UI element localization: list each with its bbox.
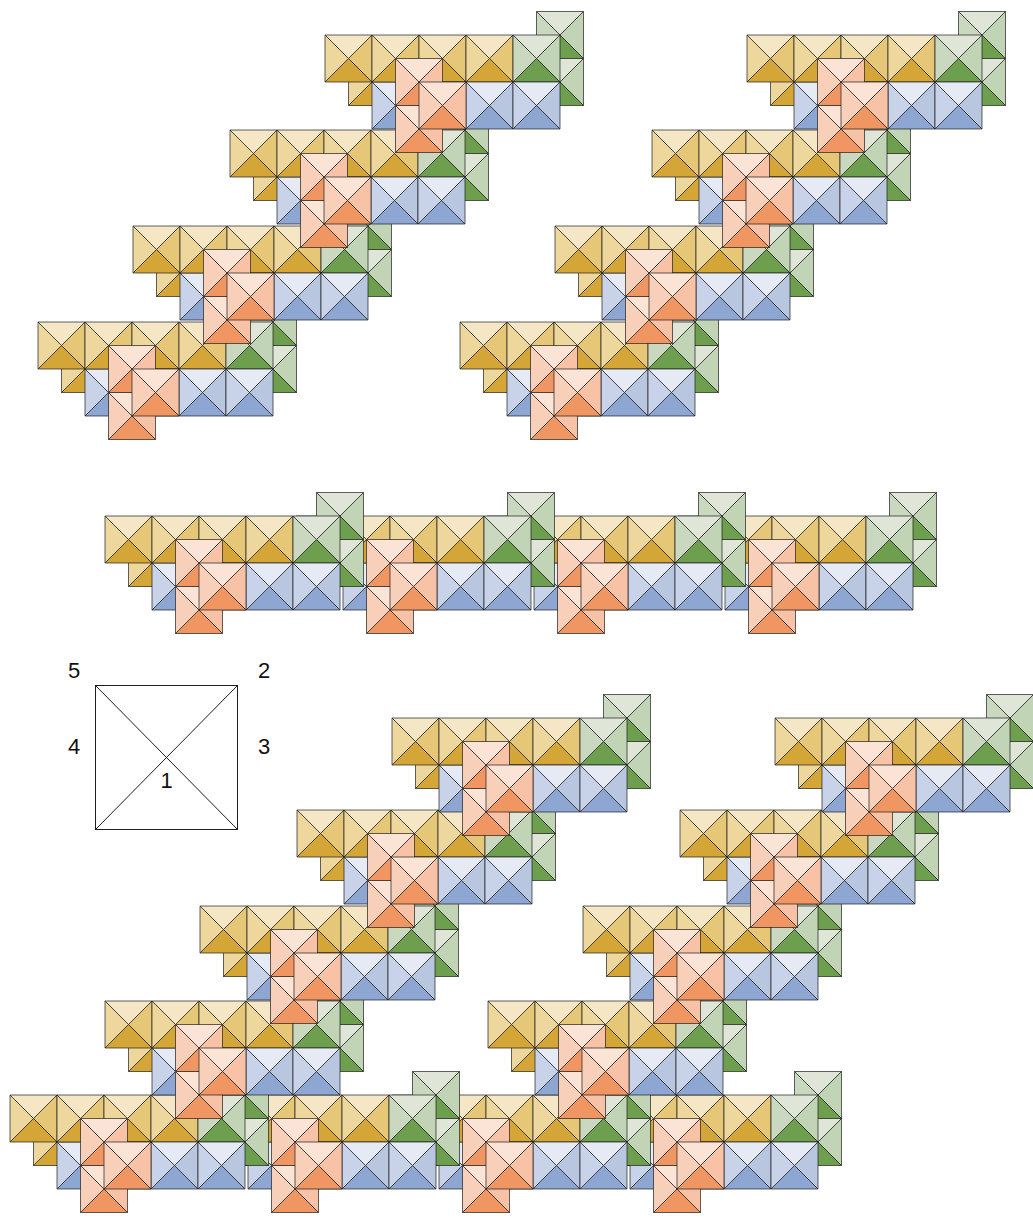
corner-number: 3 <box>258 736 270 758</box>
corner-number: 5 <box>68 660 80 682</box>
square-outline <box>95 685 238 830</box>
corner-number: 4 <box>68 736 80 758</box>
square-number: 1 <box>158 770 174 792</box>
corner-number: 2 <box>258 660 270 682</box>
key-square: 1 <box>95 685 238 830</box>
